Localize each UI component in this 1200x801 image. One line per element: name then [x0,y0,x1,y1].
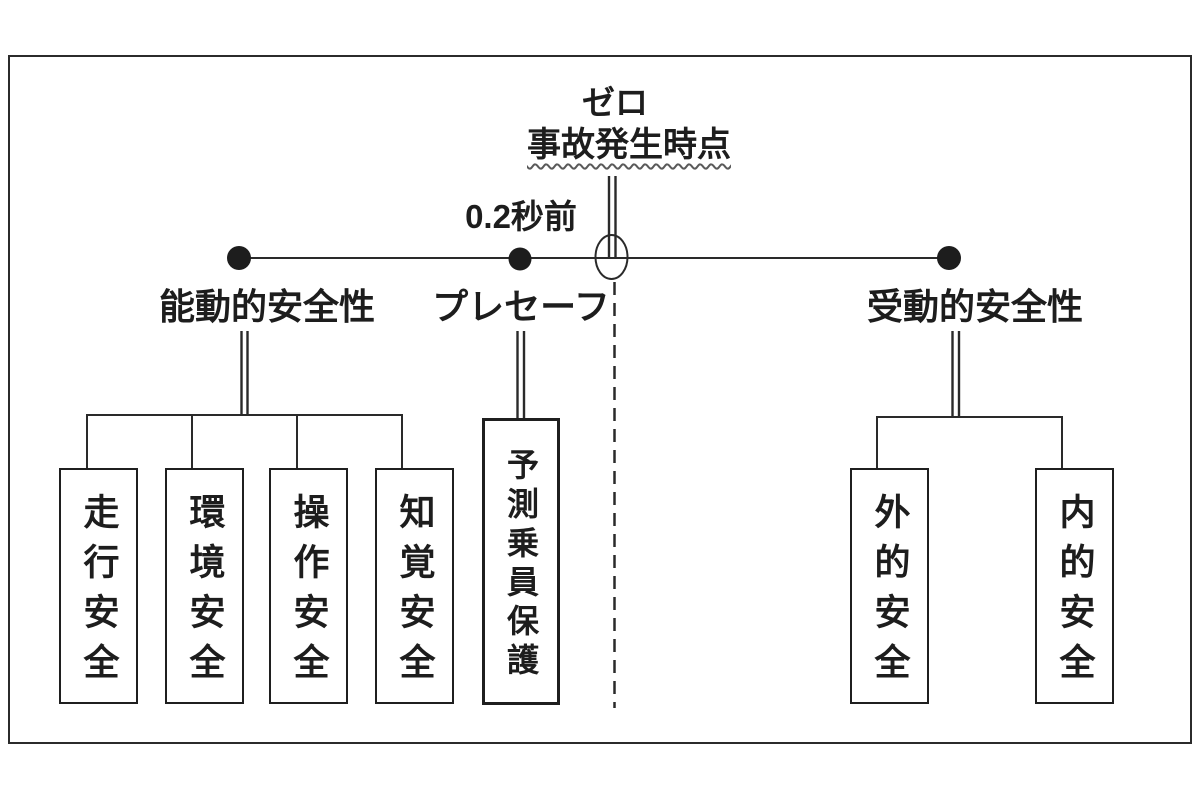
active-branch-connector [86,414,403,469]
box-internal-safety-label: 内的安全 [1054,493,1096,693]
box-predictive-occupant-protection-label: 予測乗員保護 [503,448,539,682]
box-perception-safety-label: 知覚安全 [394,493,436,693]
timeline-dot-active [227,246,251,270]
box-operation-safety-label: 操作安全 [288,493,330,693]
timeline-dot-presafe [508,247,532,271]
presafe-time-label: 0.2秒前 [465,198,577,235]
box-operation-safety: 操作安全 [269,468,348,704]
passive-safety-label: 受動的安全性 [866,286,1084,327]
box-external-safety-label: 外的安全 [869,493,911,693]
box-perception-safety: 知覚安全 [375,468,454,704]
box-predictive-occupant-protection: 予測乗員保護 [482,418,560,705]
accident-connector-double-line [607,176,617,258]
timeline-dot-passive [937,246,961,270]
box-environment-safety: 環境安全 [165,468,244,704]
collision-point-circle [594,234,629,280]
presafe-label: プレセーフ [432,286,610,327]
box-driving-safety: 走行安全 [59,468,138,704]
zero-label: ゼロ [582,84,648,121]
box-internal-safety: 内的安全 [1035,468,1114,704]
passive-connector-double-line [951,331,961,417]
active-safety-label: 能動的安全性 [158,286,376,327]
passive-branch-connector [876,416,1063,469]
box-driving-safety-label: 走行安全 [78,493,120,693]
active-connector-double-line [240,331,249,415]
presafe-connector-double-line [516,331,526,419]
box-external-safety: 外的安全 [850,468,929,704]
box-environment-safety-label: 環境安全 [184,493,226,693]
diagram-frame [8,55,1192,744]
accident-time-label: 事故発生時点 [527,126,731,164]
